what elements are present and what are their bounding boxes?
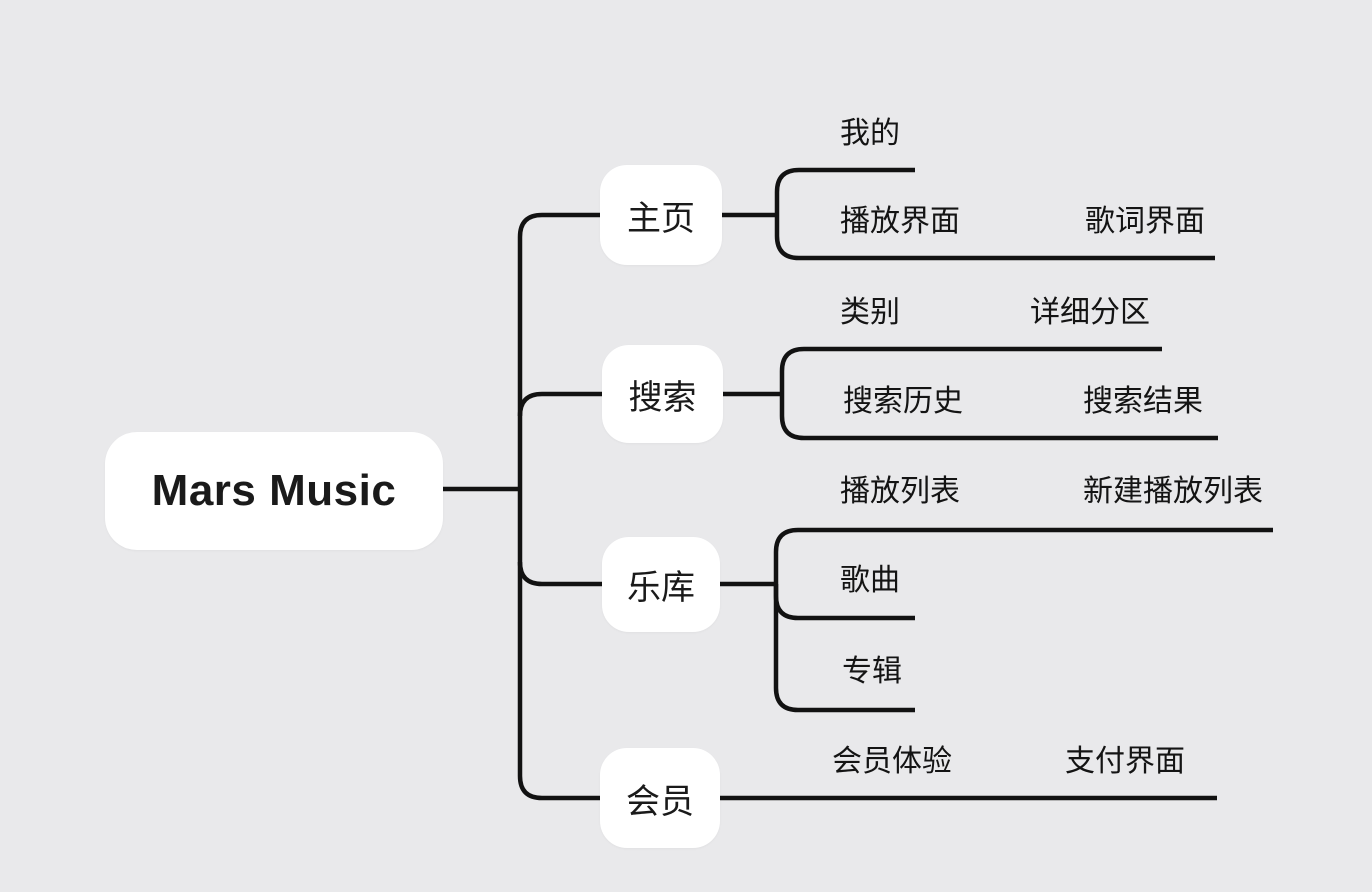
topic-membership[interactable]: 会员 (600, 748, 720, 848)
topic-home[interactable]: 主页 (600, 165, 722, 265)
subtopic-search-results[interactable]: 搜索结果 (1083, 385, 1203, 418)
connector-library-albums (773, 584, 915, 713)
subtopic-my[interactable]: 我的 (840, 117, 900, 150)
topic-search[interactable]: 搜索 (602, 345, 723, 443)
topic-library[interactable]: 乐库 (602, 537, 720, 632)
subtopic-songs[interactable]: 歌曲 (840, 564, 900, 597)
subtopic-payment-screen[interactable]: 支付界面 (1065, 745, 1185, 778)
subtopic-search-history[interactable]: 搜索历史 (843, 385, 963, 418)
subtopic-play-screen[interactable]: 播放界面 (840, 205, 960, 238)
subtopic-albums[interactable]: 专辑 (842, 655, 902, 688)
connector-trunk-search (517, 391, 602, 417)
root-topic[interactable]: Mars Music (105, 432, 443, 550)
connector-trunk-library (517, 561, 602, 587)
subtopic-category[interactable]: 类别 (840, 296, 900, 329)
subtopic-member-experience[interactable]: 会员体验 (832, 745, 952, 778)
subtopic-lyrics-screen[interactable]: 歌词界面 (1085, 205, 1205, 238)
subtopic-detailed-sections[interactable]: 详细分区 (1030, 296, 1150, 329)
subtopic-new-playlist[interactable]: 新建播放列表 (1083, 475, 1263, 508)
subtopic-playlist[interactable]: 播放列表 (840, 475, 960, 508)
connector-trunk-spine (517, 212, 600, 801)
